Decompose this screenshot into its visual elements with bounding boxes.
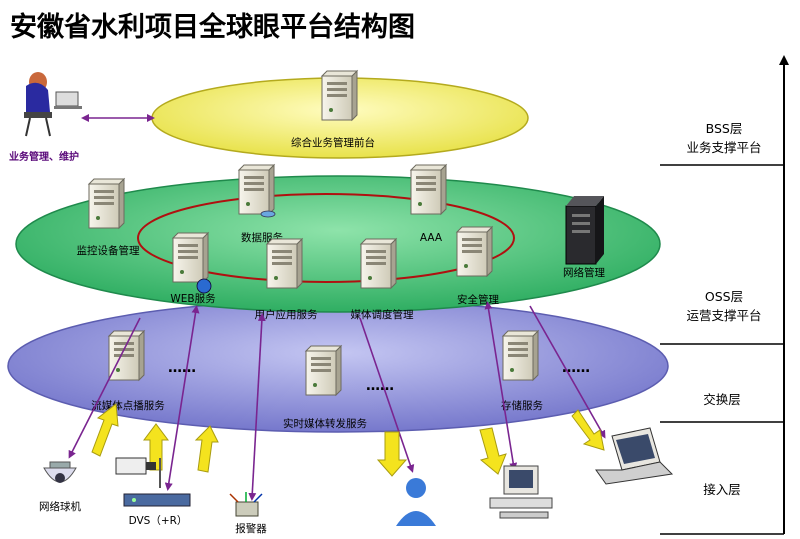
device-dome-camera-label: 网络球机 bbox=[39, 500, 81, 513]
oss-link-loop bbox=[137, 193, 515, 283]
node-web-label: WEB服务 bbox=[170, 292, 216, 305]
monitor-server-icon bbox=[88, 178, 125, 229]
layer-exchange-label: 交换层 bbox=[703, 392, 741, 407]
bss-server-icon bbox=[321, 70, 358, 121]
data-server-icon bbox=[238, 164, 275, 215]
layer-bss-line2: 业务支撑平台 bbox=[686, 140, 761, 155]
operator-person-icon bbox=[24, 72, 82, 137]
stream-access-server-icon bbox=[108, 330, 145, 381]
ellipsis-1: …… bbox=[168, 360, 196, 376]
web-server-icon bbox=[172, 232, 209, 283]
layer-access-label: 接入层 bbox=[703, 482, 741, 497]
database-icon bbox=[260, 210, 276, 218]
device-dvs-label: DVS（+R） bbox=[129, 515, 188, 527]
layer-oss-line1: OSS层 bbox=[705, 289, 743, 304]
desktop-computer-icon bbox=[489, 465, 553, 519]
layer-oss-line2: 运营支撑平台 bbox=[686, 308, 761, 323]
node-media-sched-label: 媒体调度管理 bbox=[351, 308, 414, 321]
node-storage-label: 存储服务 bbox=[501, 399, 543, 412]
operator-label: 业务管理、维护 bbox=[9, 150, 79, 163]
userapp-server-icon bbox=[266, 238, 303, 289]
dome-camera-icon bbox=[43, 461, 77, 483]
node-realtime-forward-label: 实时媒体转发服务 bbox=[283, 417, 367, 430]
bss-server-label: 综合业务管理前台 bbox=[291, 136, 375, 149]
realtime-forward-server-icon bbox=[305, 345, 342, 396]
node-monitor-label: 监控设备管理 bbox=[77, 244, 140, 257]
yellow-arrows bbox=[91, 403, 605, 477]
dvs-box-icon bbox=[123, 493, 191, 507]
aaa-server-icon bbox=[410, 164, 447, 215]
ellipsis-2: …… bbox=[366, 378, 394, 394]
security-server-icon bbox=[456, 226, 493, 277]
device-alarm-label: 报警器 bbox=[235, 522, 267, 535]
node-userapp-label: 用户应用服务 bbox=[255, 308, 318, 321]
media-sched-server-icon bbox=[360, 238, 397, 289]
laptop-icon bbox=[595, 427, 674, 485]
network-mgmt-server-icon bbox=[565, 196, 604, 265]
network-mgmt-label: 网络管理 bbox=[563, 266, 605, 279]
layer-bss-line1: BSS层 bbox=[706, 121, 743, 136]
page-title: 安徽省水利项目全球眼平台结构图 bbox=[10, 11, 415, 43]
node-aaa-label: AAA bbox=[420, 232, 443, 244]
dvs-camera-icon bbox=[115, 457, 161, 488]
storage-server-icon bbox=[502, 330, 539, 381]
node-stream-access-label: 流媒体点播服务 bbox=[91, 399, 165, 412]
purple-connectors bbox=[68, 301, 606, 501]
user-person-icon bbox=[396, 478, 436, 526]
node-security-label: 安全管理 bbox=[457, 293, 499, 306]
globe-icon bbox=[196, 278, 212, 294]
ellipsis-3: …… bbox=[562, 360, 590, 376]
alarm-icon bbox=[229, 492, 263, 517]
